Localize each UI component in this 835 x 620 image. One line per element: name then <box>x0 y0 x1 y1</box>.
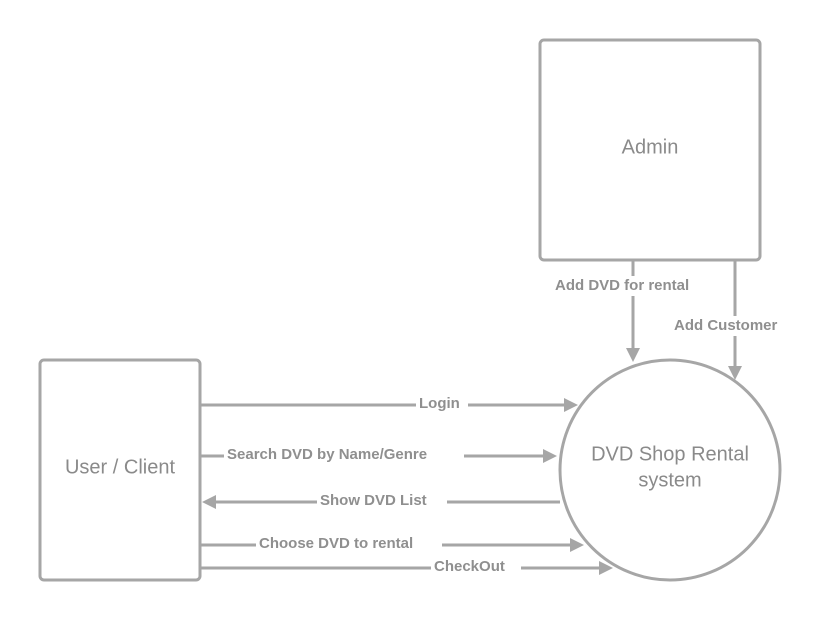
system-label-line1: DVD Shop Rental <box>591 443 749 465</box>
flow-show-dvd-list[interactable]: Show DVD List <box>202 492 560 512</box>
flow-add-dvd-label: Add DVD for rental <box>555 277 689 294</box>
flow-login-arrowhead <box>564 398 578 412</box>
flow-login[interactable]: Login <box>200 395 578 415</box>
system-label-line2: system <box>638 469 701 491</box>
flow-add-customer[interactable]: Add Customer <box>671 260 799 380</box>
flow-add-dvd-arrowhead <box>626 348 640 362</box>
dvd-shop-rental-system-process[interactable] <box>558 358 782 582</box>
admin-label: Admin <box>622 136 679 158</box>
flow-checkout-label: CheckOut <box>434 558 505 575</box>
flow-checkout-arrowhead <box>599 561 613 575</box>
user-client-entity-box[interactable] <box>38 358 202 582</box>
flow-add-customer-label: Add Customer <box>674 317 778 334</box>
flow-choose-dvd-label: Choose DVD to rental <box>259 535 413 552</box>
flow-search-label: Search DVD by Name/Genre <box>227 446 427 463</box>
admin-entity-box[interactable] <box>538 38 762 262</box>
flow-search-arrowhead <box>543 449 557 463</box>
flow-choose-dvd-arrowhead <box>570 538 584 552</box>
flow-add-dvd[interactable]: Add DVD for rental <box>552 260 718 362</box>
flow-search[interactable]: Search DVD by Name/Genre <box>200 446 557 466</box>
flow-checkout[interactable]: CheckOut <box>200 558 613 578</box>
flow-choose-dvd[interactable]: Choose DVD to rental <box>200 535 584 555</box>
flow-show-dvd-list-arrowhead <box>202 495 216 509</box>
flow-add-customer-arrowhead <box>728 366 742 380</box>
user-client-label: User / Client <box>65 456 175 478</box>
flow-show-dvd-list-label: Show DVD List <box>320 492 427 509</box>
flow-login-label: Login <box>419 395 460 412</box>
